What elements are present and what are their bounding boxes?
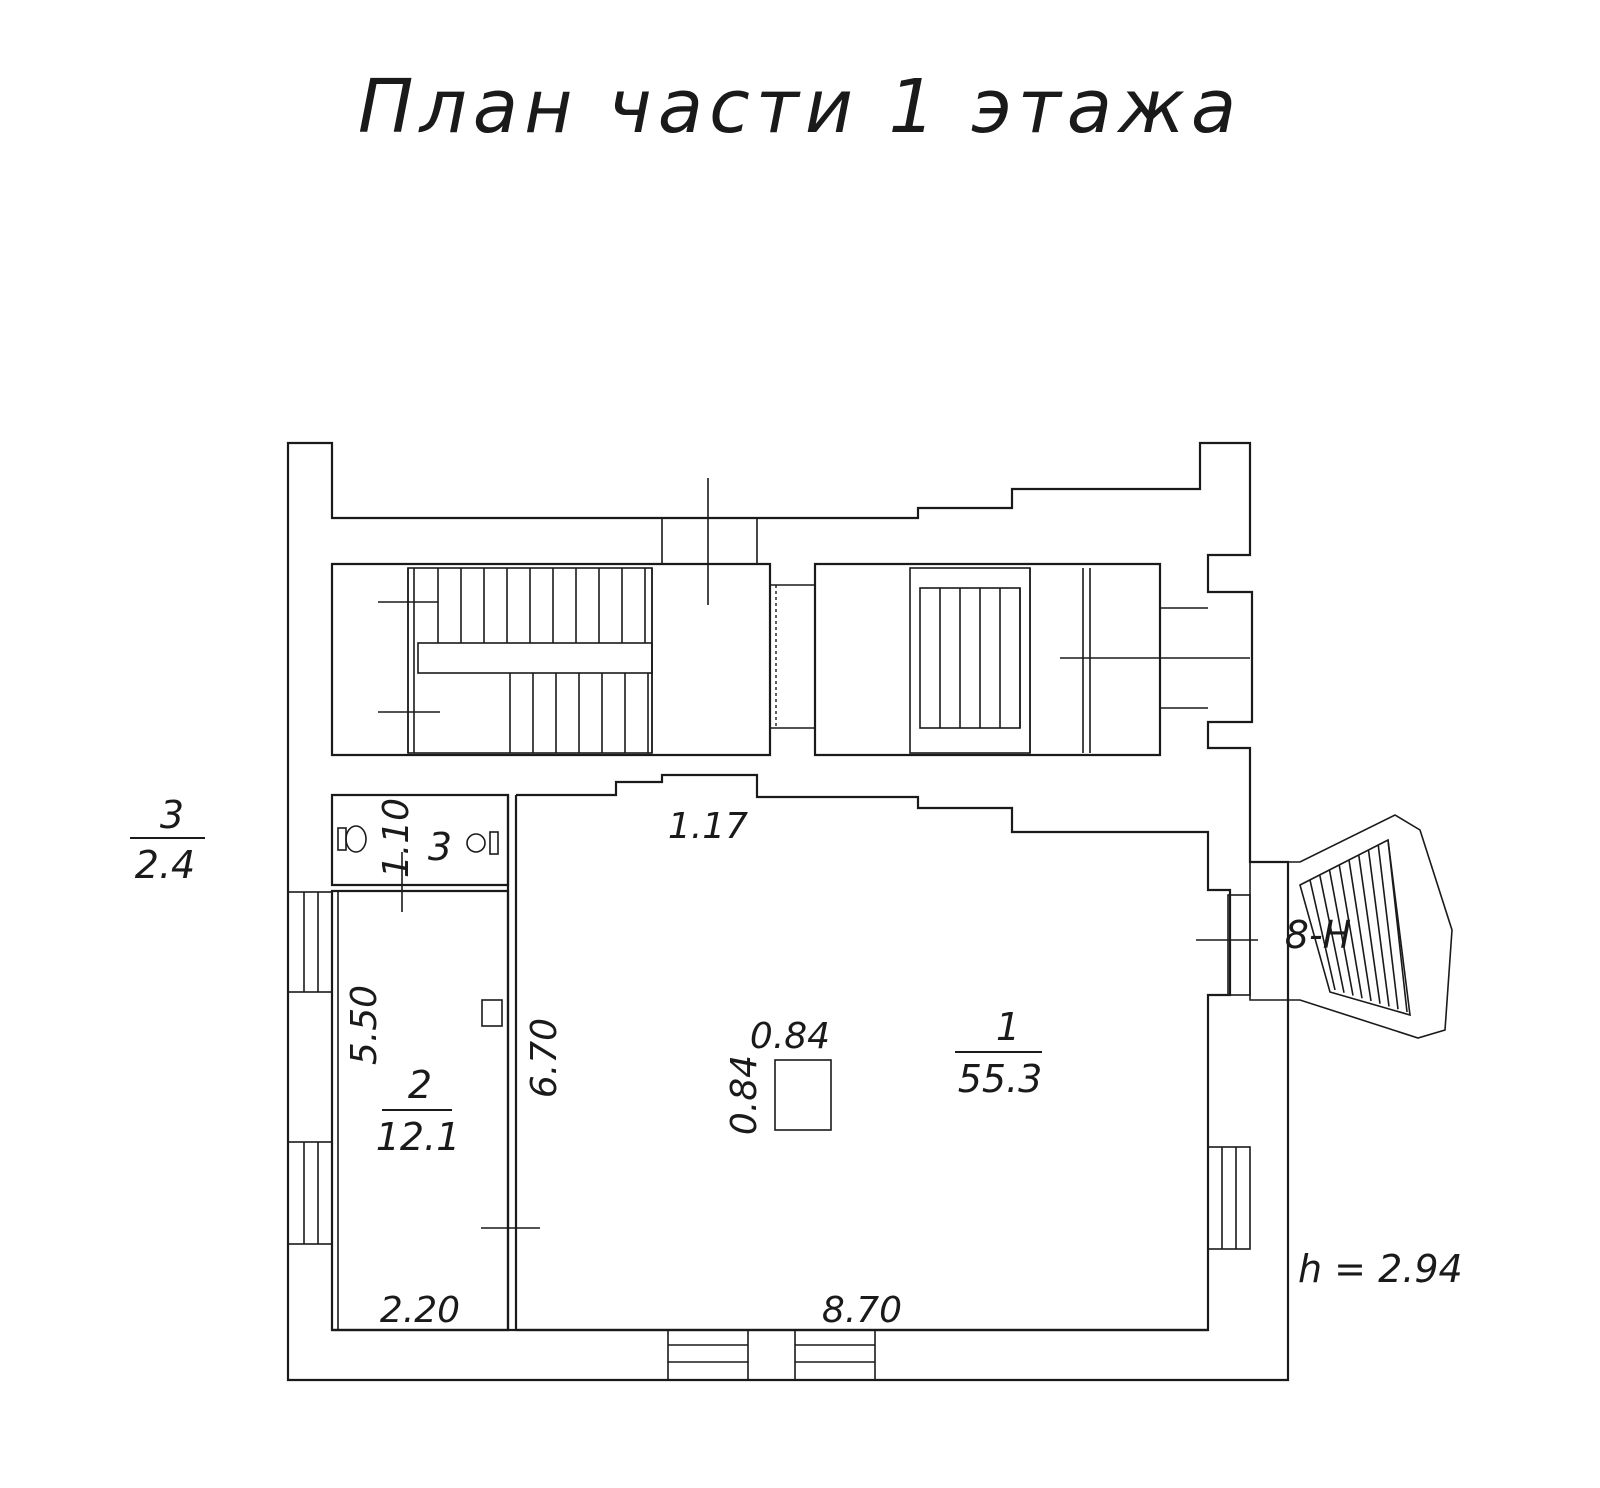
room-2-label: 2 12.1 [376, 1063, 461, 1159]
wc-fixture-left [337, 827, 347, 851]
stair-tread [1348, 859, 1372, 1002]
stair-tread [1387, 839, 1408, 1013]
left-staircase [378, 567, 653, 754]
wc-fixture-right [466, 833, 486, 853]
column [774, 1059, 832, 1131]
room-3-label: 3 2.4 [130, 793, 205, 887]
dim-room2-length: 5.50 [344, 985, 385, 1065]
stair-tread [1377, 844, 1399, 1010]
top-door-block [661, 518, 758, 564]
room-2-number: 2 [408, 1063, 432, 1107]
room2-sink [481, 999, 503, 1027]
height-note: h = 2.94 [1298, 1247, 1463, 1291]
right-staircase [909, 567, 1250, 754]
room-1-area: 55.3 [958, 1057, 1043, 1101]
stair-tread [1318, 874, 1345, 993]
stair-zone-wall-right [813, 562, 1162, 757]
room-3b-number: 3 [428, 825, 452, 869]
wc-fixture-left-bowl [345, 825, 367, 853]
corridor-passage [770, 584, 815, 729]
dim-top-niche: 1.17 [668, 806, 748, 847]
stair-tread [1309, 879, 1336, 991]
dim-wc-length: 1.10 [376, 798, 417, 878]
dim-room1-width: 8.70 [822, 1290, 902, 1331]
right-window [1207, 1146, 1251, 1250]
room-1-label: 1 55.3 [955, 1005, 1042, 1101]
left-windows [287, 891, 333, 1245]
bottom-windows [667, 1329, 876, 1381]
room-1-number: 1 [996, 1005, 1020, 1049]
stair-tread [1357, 854, 1381, 1004]
dim-column-depth: 0.84 [724, 1055, 765, 1135]
stair-label: 8-Н [1285, 913, 1351, 957]
room-2-area: 12.1 [376, 1115, 461, 1159]
external-staircase [1196, 814, 1453, 1039]
wc-fixture-right-tank [489, 831, 499, 855]
stair-tread [1367, 849, 1390, 1007]
room-1-wall [516, 773, 1232, 1332]
room-3-number: 3 [160, 793, 184, 837]
plan-title: План части 1 этажа [358, 64, 1242, 150]
stair-tread [1338, 864, 1363, 999]
stair-zone-wall [330, 562, 772, 757]
dim-partition-length: 6.70 [524, 1018, 565, 1098]
dim-column-width: 0.84 [750, 1016, 830, 1057]
stair-tread [1328, 869, 1354, 996]
dim-room2-width: 2.20 [380, 1290, 460, 1331]
room-3-area: 2.4 [135, 843, 195, 887]
room-3-wall [330, 793, 510, 887]
